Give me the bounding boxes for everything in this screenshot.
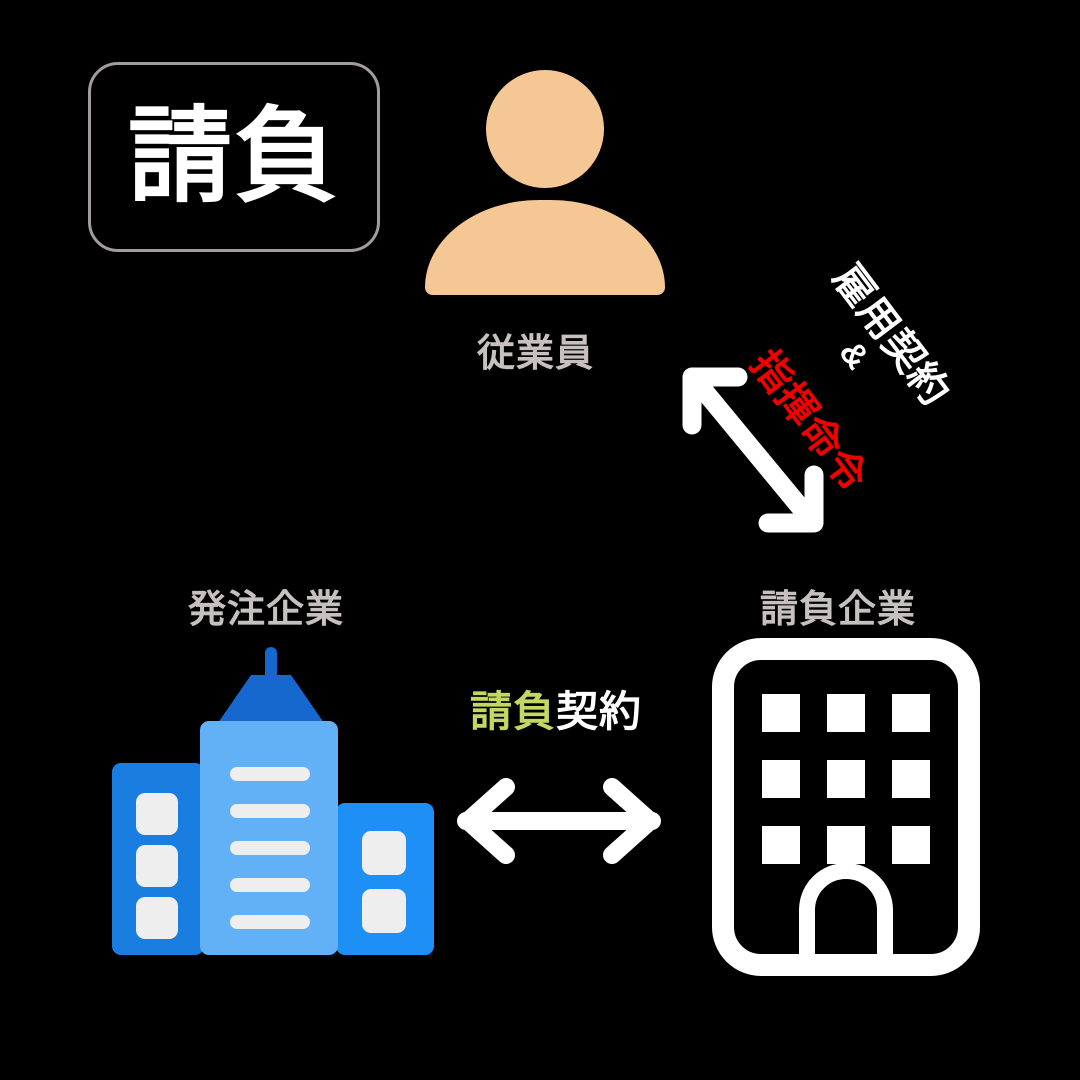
client-company-label: 発注企業 [188, 589, 345, 631]
subcontract-label-part-b: 契約 [556, 688, 643, 735]
vendor-company-label: 請負企業 [760, 589, 917, 631]
subcontract-label-part-a: 請負 [470, 688, 557, 735]
person-icon [425, 70, 665, 295]
person-body-icon [425, 200, 665, 295]
office-building-icon [712, 638, 980, 976]
person-head-icon [486, 70, 604, 188]
city-buildings-icon [108, 645, 440, 977]
title-badge-label: 請負 [127, 99, 340, 215]
double-arrow-diagonal-icon [668, 355, 838, 545]
subcontract-agreement-label: 請負契約 [470, 678, 642, 739]
employment-contract-label: 雇用契約 [824, 256, 958, 415]
title-badge: 請負 [88, 62, 380, 252]
double-arrow-horizontal-icon [448, 778, 670, 864]
employee-label: 従業員 [477, 333, 595, 375]
